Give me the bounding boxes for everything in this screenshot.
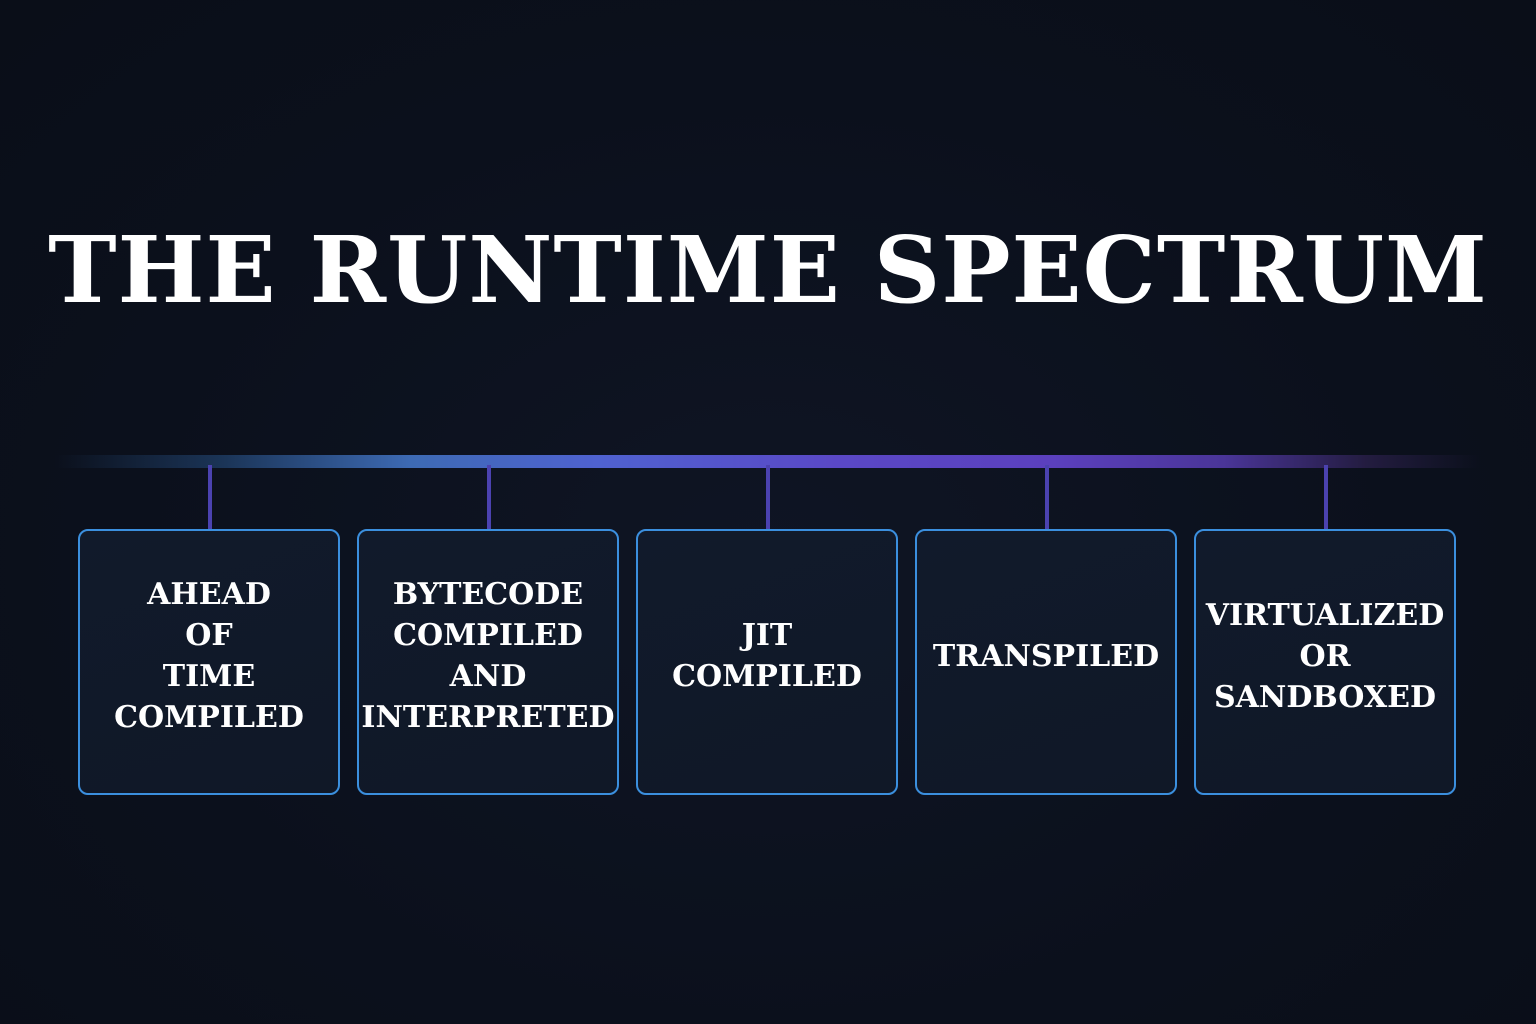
spectrum-bar [55,455,1480,468]
category-box-transpiled: TRANSPILED [915,529,1177,795]
category-box-aot: AHEAD OF TIME COMPILED [78,529,340,795]
category-label: TRANSPILED [932,638,1160,674]
category-box-virtualized: VIRTUALIZED OR SANDBOXED [1194,529,1456,795]
connector-line [1045,465,1049,529]
category-label: VIRTUALIZED OR SANDBOXED [1205,597,1445,715]
diagram-title: THE RUNTIME SPECTRUM [48,216,1488,324]
connector-line [208,465,212,529]
category-label: AHEAD OF TIME COMPILED [114,577,304,735]
connector-line [766,465,770,529]
category-label: BYTECODE COMPILED AND INTERPRETED [361,577,615,735]
category-box-bytecode: BYTECODE COMPILED AND INTERPRETED [357,529,619,795]
connector-line [487,465,491,529]
connector-line [1324,465,1328,529]
category-box-jit: JIT COMPILED [636,529,898,795]
category-label: JIT COMPILED [672,618,862,694]
